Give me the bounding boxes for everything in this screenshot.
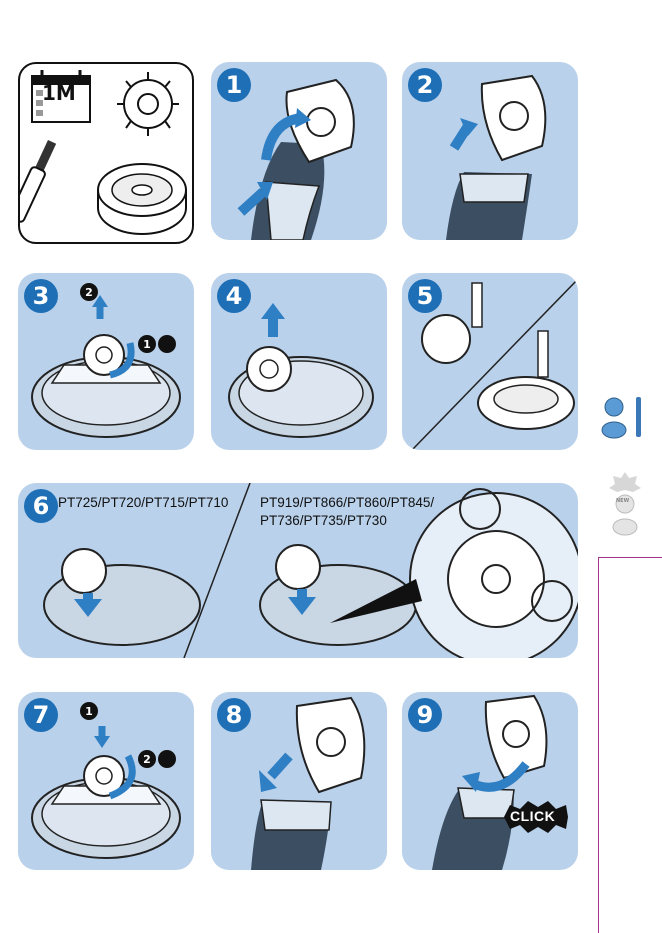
step-number: 6 (24, 489, 58, 523)
step-5-panel: 5 (402, 273, 578, 450)
click-label: CLICK (510, 808, 555, 824)
step-1-panel: 1 (211, 62, 387, 240)
step-number: 8 (217, 698, 251, 732)
sidebar-parts-icons (600, 395, 650, 445)
substep-badge: 1 (80, 702, 98, 720)
step-8-panel: 8 (211, 692, 387, 870)
cutter-icon (117, 72, 179, 136)
supplies-box: 1M (18, 62, 194, 244)
models-right-line1: PT919/PT866/PT860/PT845/ (260, 495, 434, 510)
substep-badge: 1 (138, 335, 156, 353)
sidebar-rule (598, 557, 662, 933)
calendar-label: 1M (42, 81, 76, 105)
substep-badge: 2 (138, 750, 156, 768)
step-number: 3 (24, 279, 58, 313)
step-2-panel: 2 (402, 62, 578, 240)
step-number: 7 (24, 698, 58, 732)
sidebar-replacement-icons (605, 470, 645, 540)
step-3-panel: 3 2 1 (18, 273, 194, 450)
step-6-panel: 6 PT725/PT720/PT715/PT710 PT919/PT866/PT… (18, 483, 578, 658)
substep-badge: 2 (80, 283, 98, 301)
guard-icon (98, 164, 186, 234)
step-number: 2 (408, 68, 442, 102)
models-left-label: PT725/PT720/PT715/PT710 (58, 495, 228, 510)
step-number: 5 (408, 279, 442, 313)
step-4-panel: 4 (211, 273, 387, 450)
models-right-line2: PT736/PT735/PT730 (260, 513, 387, 528)
step-9-panel: 9 (402, 692, 578, 870)
unlock-icon (158, 335, 176, 353)
new-label: NEW (616, 498, 629, 504)
step-7-panel: 7 1 2 (18, 692, 194, 870)
step-number: 9 (408, 698, 442, 732)
lock-icon (158, 750, 176, 768)
step-number: 1 (217, 68, 251, 102)
brush-icon (20, 139, 59, 236)
step-number: 4 (217, 279, 251, 313)
